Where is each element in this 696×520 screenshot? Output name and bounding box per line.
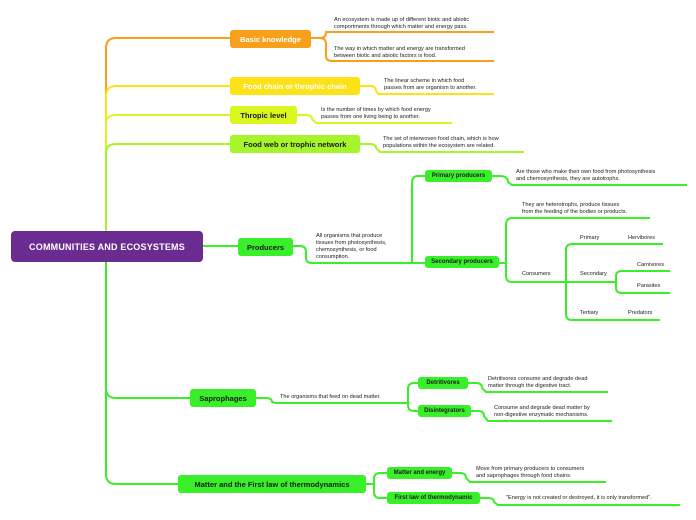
- topic-food-web[interactable]: Food web or trophic network: [230, 135, 360, 153]
- first-law-node[interactable]: First law of thermodynamic: [387, 492, 480, 504]
- disintegrators-node[interactable]: Disintegrators: [418, 405, 471, 417]
- leaf-predators: Predators: [628, 310, 653, 316]
- topic-thermodynamics[interactable]: Matter and the First law of thermodynami…: [178, 475, 366, 493]
- detritivores-node[interactable]: Detritivores: [418, 377, 468, 389]
- food-web-note: The set of interwoven food chain, which …: [383, 136, 499, 149]
- consumer-level-secondary: Secondary: [580, 271, 607, 277]
- leaf-hervibores: Hervibores: [628, 235, 656, 241]
- matter-energy-note: Move from primary producers to consumers…: [476, 466, 585, 479]
- leaf-parasites: Parasites: [637, 283, 661, 289]
- topic-saprophages[interactable]: Saprophages: [190, 389, 256, 407]
- saprophages-note: The organisms that feed on dead matter.: [280, 394, 381, 400]
- secondary-producers-node[interactable]: Secondary producers: [425, 256, 499, 268]
- consumer-level-primary: Primary: [580, 235, 600, 241]
- consumer-level-tertiary: Tertiary: [580, 310, 599, 316]
- basic-note-1: An ecosystem is made up of different bio…: [334, 17, 470, 30]
- matter-energy-node[interactable]: Matter and energy: [387, 467, 452, 479]
- producers-note: All organisms that produce tissues from …: [316, 233, 387, 260]
- topic-basic-knowledge[interactable]: Basic knowledge: [230, 30, 311, 48]
- secondary-producers-note: They are heterotrophs, produce tissues f…: [522, 202, 628, 215]
- root-node[interactable]: COMMUNITIES AND ECOSYSTEMS: [11, 231, 203, 262]
- primary-producers-note: Are those who make their own food from p…: [516, 169, 656, 182]
- consumers-label: Consumers: [522, 271, 551, 277]
- thropic-note: Is the number of times by which food ene…: [321, 107, 431, 120]
- detritivores-note: Detritivores consume and degrade dead ma…: [488, 376, 588, 389]
- food-chain-note: The linear scheme in which food passes f…: [384, 78, 477, 91]
- topic-producers[interactable]: Producers: [238, 238, 293, 256]
- disintegrators-note: Consume and degrade dead matter by non-d…: [494, 405, 590, 418]
- topic-thropic-level[interactable]: Thropic level: [230, 106, 297, 124]
- topic-food-chain[interactable]: Food chain or throphic chain: [230, 77, 360, 95]
- first-law-note: "Energy is not created or destroyed, it …: [506, 495, 652, 501]
- basic-note-2: The way in which matter and energy are t…: [334, 46, 465, 59]
- primary-producers-node[interactable]: Primary producers: [425, 170, 492, 182]
- leaf-carnivores: Carnivores: [637, 262, 665, 268]
